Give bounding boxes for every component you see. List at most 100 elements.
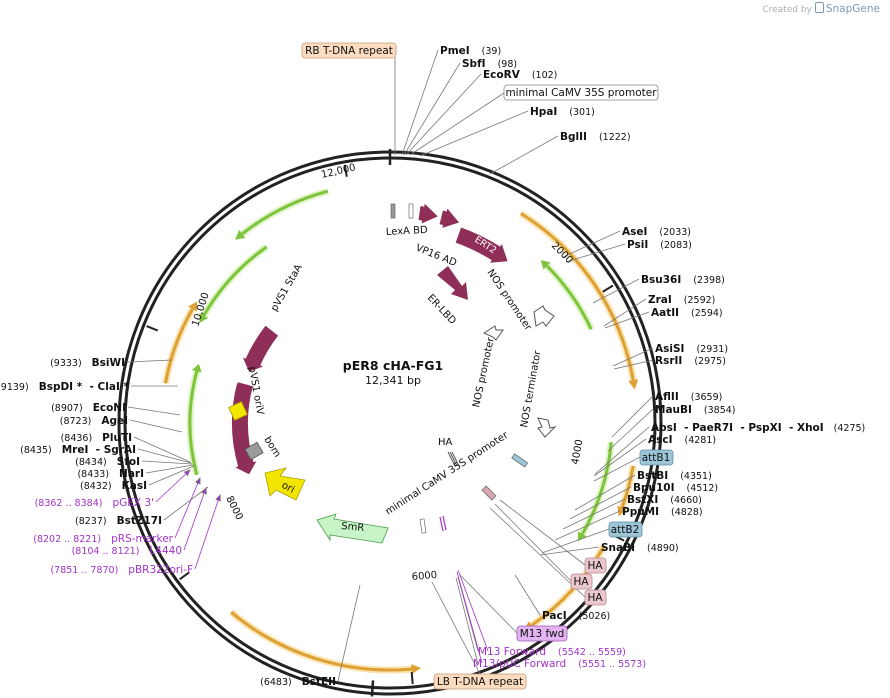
orf-arc-orange-top xyxy=(520,212,635,381)
leader-ecorv xyxy=(405,73,482,156)
lb-ring-marker xyxy=(370,680,375,697)
tick-10000 xyxy=(146,325,159,332)
enzyme-bsteii: (6483)BstEII xyxy=(260,676,336,688)
leader-aflii xyxy=(611,395,654,438)
bom-box xyxy=(244,441,264,461)
leader-min35s xyxy=(409,92,505,156)
pvs1-staa-label: pVS1 StaA xyxy=(269,263,305,314)
leader-econi xyxy=(127,406,181,416)
ha-box-2 xyxy=(570,573,593,590)
enzyme-aflii: AflII(3659) xyxy=(655,391,722,403)
enzyme-nari: (8433)NarI xyxy=(77,468,144,480)
leader-m13-puc-purple xyxy=(456,571,483,664)
enzyme-clai-group: (9139)BspDI * - ClaI * xyxy=(0,381,130,393)
ert2-arrow xyxy=(455,227,508,263)
enzyme-pluti: (8436)PluTI xyxy=(61,432,132,444)
nos-promoter-inner-arrow xyxy=(482,325,504,341)
leader-snabi xyxy=(539,546,600,556)
enzyme-bsiwi: (9333)BsiWI xyxy=(50,357,125,369)
ha-box-1 xyxy=(584,557,607,574)
ha-box-3 xyxy=(584,589,607,606)
leader-pgex xyxy=(155,469,191,503)
leader-l4440-head xyxy=(201,487,207,495)
primer-pbr322ori-f: (7851 .. 7870)pBR322ori-F xyxy=(50,564,193,576)
orf-arc-green-right xyxy=(581,442,613,535)
ha-inner-mark xyxy=(447,451,456,467)
ha-box-3-label: HA xyxy=(587,592,603,604)
leader-bstbi xyxy=(574,474,636,511)
leader-ppumi xyxy=(554,510,621,541)
attb1-box xyxy=(639,449,674,466)
orf-arc-orange-lower-right xyxy=(530,545,606,627)
feature-layer xyxy=(162,187,639,675)
leader-l4440 xyxy=(183,487,207,551)
enzyme-bstbi: BstBI(4351) xyxy=(637,470,712,482)
orf-arc-orange-top-head xyxy=(628,379,639,390)
snapgene-logo-icon xyxy=(814,2,824,13)
leader-aatii xyxy=(604,311,650,329)
rb-marker-box xyxy=(390,203,396,219)
leader-prs xyxy=(174,477,201,539)
leader-lb xyxy=(431,581,481,675)
ha-inner-mark xyxy=(449,451,458,467)
orf-arc-green-top-left-head xyxy=(235,229,246,240)
orf-arc-green-right-head xyxy=(577,531,587,542)
enzyme-aatii: AatII(2594) xyxy=(651,307,723,319)
leader-lines xyxy=(126,49,654,682)
ori-arrow xyxy=(264,467,306,501)
enzyme-asisi: AsiSI(2931) xyxy=(655,343,728,355)
leader-bglii xyxy=(489,135,559,175)
pvs1-oriv-box xyxy=(228,401,248,421)
smr-arrow xyxy=(316,513,389,544)
orf-arc-green-left xyxy=(188,370,199,476)
tick-2000 xyxy=(602,284,614,293)
orf-arc-orange-left-halo xyxy=(162,307,196,385)
enzyme-econi: (8907)EcoNI xyxy=(51,402,126,414)
enzyme-agei: (8723)AgeI xyxy=(60,415,128,427)
lb-tdna-box xyxy=(433,673,527,690)
primer-l4440: (8104 .. 8121)L4440 xyxy=(72,545,182,557)
nos-promoter-outer-arrow xyxy=(533,305,555,327)
ori-label: ori xyxy=(280,480,297,496)
leader-pbr322ori xyxy=(194,494,221,570)
leader-m13-puc xyxy=(455,577,479,665)
primer-m13-puc-forward: M13/pUC Forward(5551 .. 5573) xyxy=(473,658,646,670)
leader-paci xyxy=(514,574,541,616)
leader-xhoi xyxy=(594,426,650,475)
rb-tdna-label: RB T-DNA repeat xyxy=(305,45,393,57)
leader-bpu10i xyxy=(569,486,632,520)
leader-pgex-head xyxy=(183,469,191,477)
orf-arc-orange-left-head xyxy=(188,301,198,312)
enzyme-hpai: HpaI(301) xyxy=(530,106,595,118)
nos-promoter-outer-label: NOS promoter xyxy=(485,268,534,334)
watermark-prefix: Created by xyxy=(762,5,812,15)
enzyme-snabi: SnaBI(4890) xyxy=(601,542,679,554)
min35s-top-box xyxy=(408,203,414,219)
leader-psii xyxy=(565,243,626,263)
lb-tdna-label: LB T-DNA repeat xyxy=(437,676,523,688)
leader-prs-head xyxy=(195,477,201,485)
plasmid-name: pER8 cHA-FG1 xyxy=(343,358,443,373)
enzyme-asci: AscI(4281) xyxy=(648,434,716,446)
orf-arc-green-top-left xyxy=(241,189,329,236)
leader-asisi xyxy=(612,347,654,367)
leader-nari xyxy=(145,464,194,474)
leader-ha3 xyxy=(489,507,586,598)
enzyme-sfoi: (8434)SfoI xyxy=(75,456,140,468)
orf-arc-green-upper-left xyxy=(202,245,268,317)
leader-kasi xyxy=(148,465,195,486)
attb2-label: attB2 xyxy=(611,524,640,536)
enzyme-mrei-sgrai: (8435)MreI - SgrAI xyxy=(20,444,136,456)
primer-prs-marker: (8202 .. 8221)pRS-marker xyxy=(33,533,173,545)
orf-arc-green-upper-head xyxy=(540,260,551,270)
leader-ha2 xyxy=(494,503,572,582)
orf-arc-green-upper xyxy=(545,264,593,330)
leader-asci xyxy=(593,438,647,477)
tick-6000 xyxy=(410,671,414,685)
enzyme-bstz17i: (8237)BstZ17I xyxy=(75,515,162,527)
ha-inner-mark xyxy=(451,451,460,467)
orf-arc-green-upper-left-halo xyxy=(200,244,269,318)
leader-m13fwd xyxy=(459,574,518,634)
tick-label-2000: 2000 xyxy=(549,240,575,266)
leader-maubi xyxy=(607,408,654,452)
